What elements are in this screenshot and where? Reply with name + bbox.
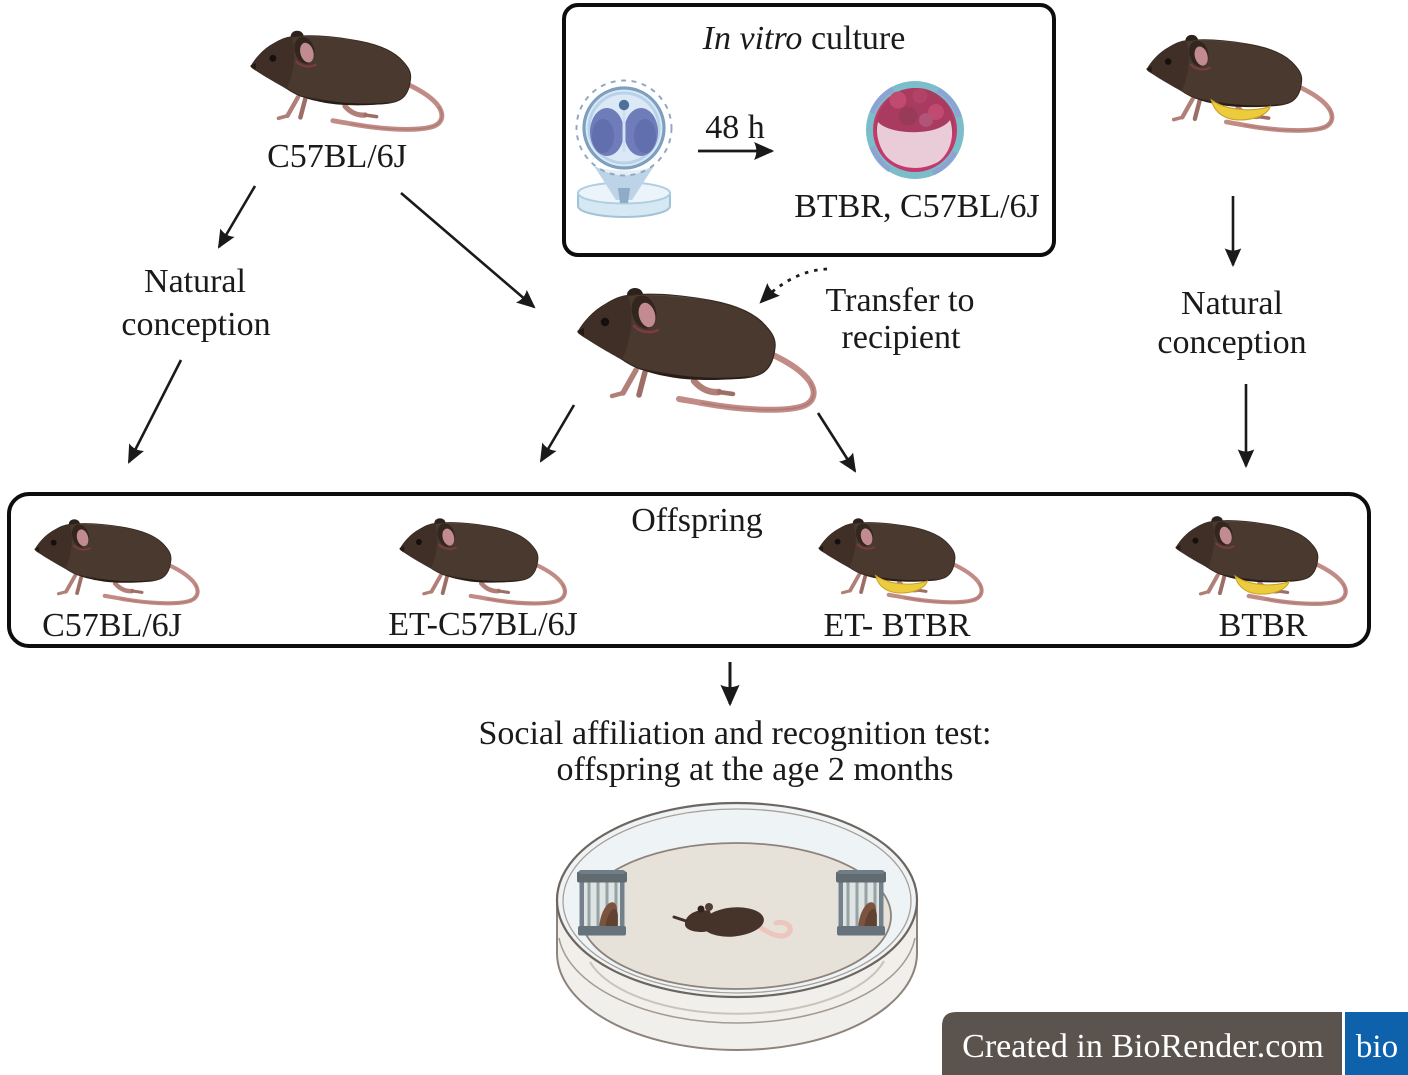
svg-text:Created in BioRender.com: Created in BioRender.com <box>962 1028 1324 1065</box>
svg-text:C57BL/6J: C57BL/6J <box>42 607 182 644</box>
svg-text:conception: conception <box>121 306 270 343</box>
svg-text:ET- BTBR: ET- BTBR <box>823 607 970 644</box>
svg-text:BTBR, C57BL/6J: BTBR, C57BL/6J <box>794 188 1040 225</box>
svg-text:C57BL/6J: C57BL/6J <box>267 138 407 175</box>
svg-text:BTBR: BTBR <box>1219 607 1308 644</box>
svg-text:bio: bio <box>1356 1029 1398 1065</box>
svg-text:Natural: Natural <box>144 263 246 300</box>
svg-text:Offspring: Offspring <box>631 502 763 539</box>
svg-text:offspring at the age 2 months: offspring at the age 2 months <box>557 751 954 788</box>
svg-text:ET-C57BL/6J: ET-C57BL/6J <box>388 606 578 643</box>
svg-text:Transfer to: Transfer to <box>826 282 975 319</box>
svg-text:conception: conception <box>1157 324 1306 361</box>
svg-text:Social affiliation and recogni: Social affiliation and recognition test: <box>478 715 991 752</box>
svg-text:In vitro culture: In vitro culture <box>702 20 906 57</box>
svg-text:recipient: recipient <box>842 319 961 356</box>
svg-text:Natural: Natural <box>1181 285 1283 322</box>
svg-text:48 h: 48 h <box>705 109 765 146</box>
